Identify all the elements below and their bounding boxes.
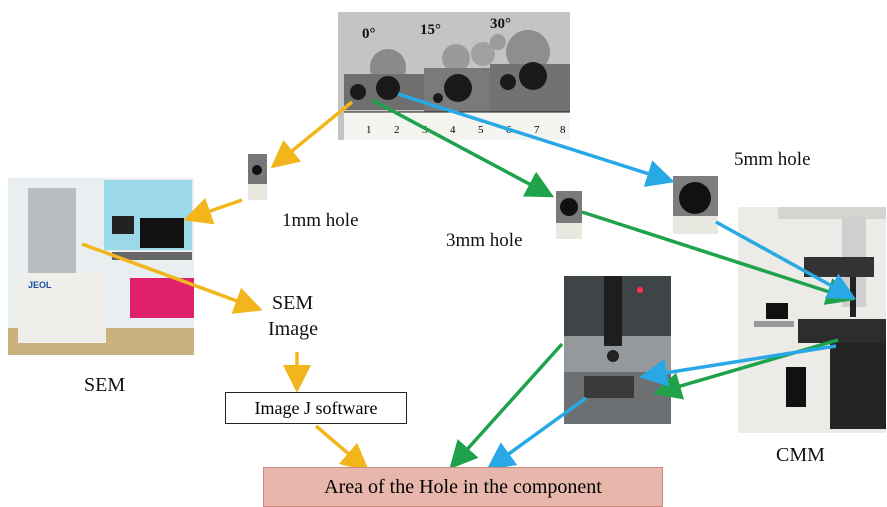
arrow-sem-to-image (81, 242, 263, 314)
arrow-specimen-to-1mm (270, 100, 354, 169)
label-sem: SEM (84, 374, 126, 396)
label-1mm-hole: 1mm hole (282, 210, 359, 231)
arrow-specimen-to-3mm (371, 98, 555, 198)
label-sem-image-line2: Image (268, 318, 318, 340)
result-box: Area of the Hole in the component (263, 467, 663, 507)
image-j-software-box: Image J software (225, 392, 407, 424)
arrow-3mm-to-cmm (581, 210, 855, 305)
label-3mm-hole: 3mm hole (446, 230, 523, 251)
arrow-1mm-to-sem (183, 197, 243, 225)
ruler-number-1: 1 (366, 124, 372, 136)
ruler-number-4: 4 (450, 124, 456, 136)
hole-3mm-thumbnail (556, 191, 582, 239)
result-label: Area of the Hole in the component (324, 476, 602, 498)
sem-brand: JEOL (28, 280, 52, 290)
label-5mm-hole: 5mm hole (734, 149, 811, 170)
label-cmm: CMM (776, 444, 825, 466)
arrow-5mm-to-cmm (715, 220, 857, 300)
ruler-number-2: 2 (394, 124, 400, 136)
arrow-specimen-to-5mm (397, 92, 675, 187)
angle-label-15: 15° (420, 22, 441, 38)
arrow-cmm-to-setup-green (653, 338, 839, 400)
arrow-software-to-result (314, 424, 370, 472)
specimen-photo: 0° 15° 30° 1 2 3 4 5 6 7 8 (338, 12, 570, 140)
angle-label-30: 30° (490, 16, 511, 32)
image-j-software-label: Image J software (254, 397, 378, 418)
cmm-machine-photo (738, 207, 886, 433)
hole-1mm-thumbnail (248, 154, 267, 200)
arrow-setup-to-result-green (449, 342, 564, 470)
arrow-cmm-to-setup-blue (639, 344, 837, 387)
ruler-number-8: 8 (560, 124, 566, 136)
label-sem-image-line1: SEM (272, 292, 314, 314)
angle-label-0: 0° (362, 26, 376, 42)
hole-5mm-thumbnail (673, 176, 718, 234)
arrow-setup-to-result-blue (486, 396, 588, 471)
sem-machine-photo: JEOL (8, 178, 194, 355)
ruler-number-7: 7 (534, 124, 540, 136)
ruler-number-5: 5 (478, 124, 484, 136)
